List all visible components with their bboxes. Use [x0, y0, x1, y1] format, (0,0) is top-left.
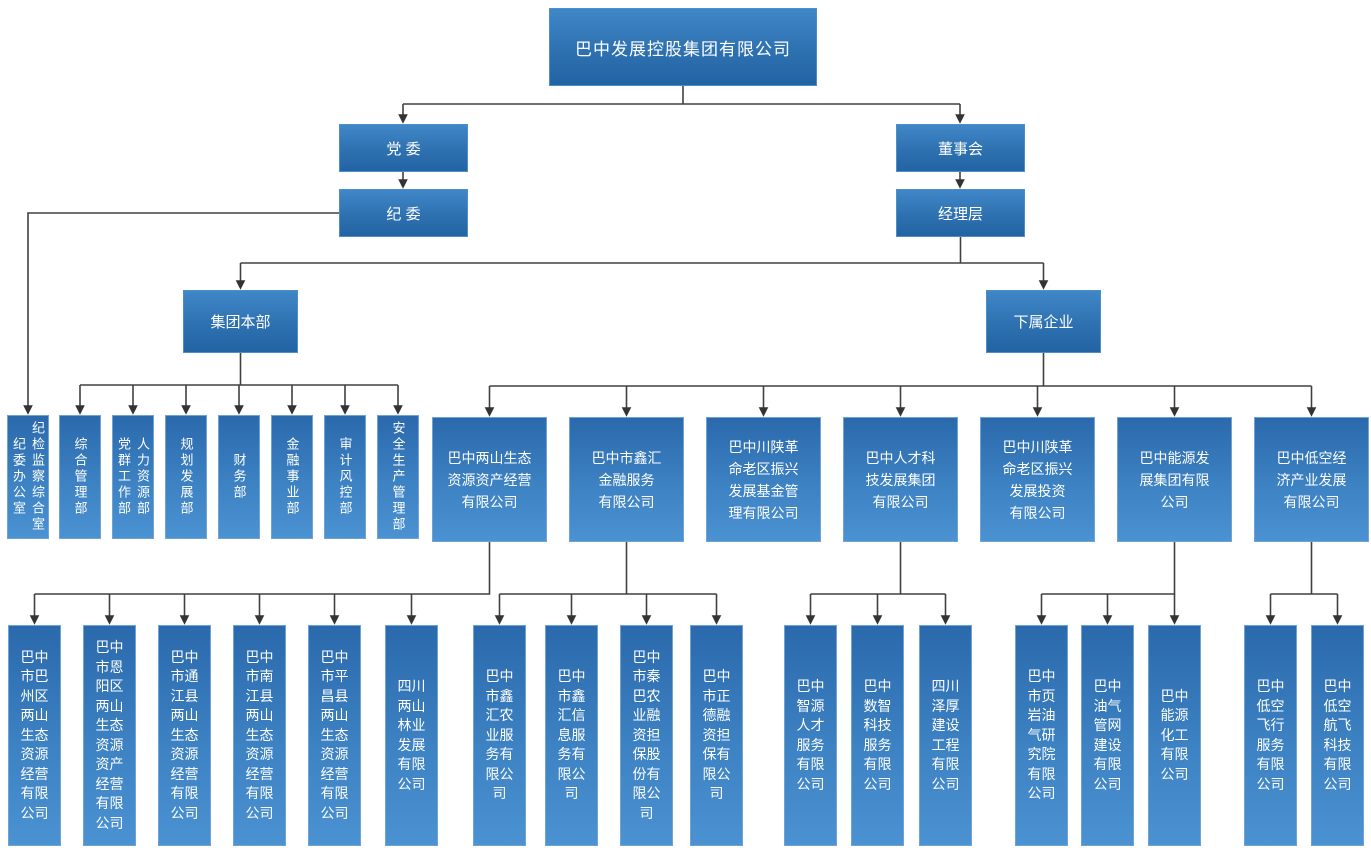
org-node-department: 金融事业部 [271, 415, 313, 539]
org-node-subsidiary: 巴中川陕革 命老区振兴 发展基金管 理有限公司 [706, 417, 821, 542]
org-node-department: 安全生产管理部 [377, 415, 419, 539]
org-node-second-tier-company: 巴中市鑫汇农业服务有限公司 [473, 625, 526, 846]
org-node-subsidiary: 巴中低空经 济产业发展 有限公司 [1254, 417, 1369, 542]
org-node-subsidiaries-label: 下属企业 [986, 290, 1101, 353]
org-node-subsidiary: 巴中两山生态 资源资产经营 有限公司 [432, 417, 547, 542]
org-node-board-of-directors: 董事会 [896, 124, 1025, 172]
org-node-second-tier-company: 巴中市鑫汇信息服务有限公司 [545, 625, 598, 846]
org-node-management-level: 经理层 [896, 189, 1025, 237]
org-node-department: 纪检监察综合室 纪委办公室 [7, 415, 49, 539]
org-node-department: 规划发展部 [165, 415, 207, 539]
org-node-headquarters: 集团本部 [183, 290, 298, 353]
org-node-second-tier-company: 四川两山林业发展有限公司 [385, 625, 438, 846]
org-node-second-tier-company: 巴中市巴州区两山生态资源经营有限公司 [8, 625, 61, 846]
org-node-subsidiary: 巴中川陕革 命老区振兴 发展投资 有限公司 [980, 417, 1095, 542]
org-node-second-tier-company: 巴中低空航飞科技有限公司 [1311, 625, 1364, 846]
org-node-second-tier-company: 巴中油气管网建设有限公司 [1081, 625, 1134, 846]
org-node-discipline-committee: 纪 委 [339, 189, 468, 237]
org-node-department: 综合管理部 [59, 415, 101, 539]
org-node-second-tier-company: 巴中市页岩油气研究院有限公司 [1015, 625, 1068, 846]
org-node-second-tier-company: 巴中市正德融资担保有限公司 [690, 625, 743, 846]
org-node-second-tier-company: 巴中低空飞行服务有限公司 [1244, 625, 1297, 846]
org-node-second-tier-company: 巴中市南江县两山生态资源经营有限公司 [233, 625, 286, 846]
org-node-department: 人力资源部 党群工作部 [112, 415, 154, 539]
org-node-party-committee: 党 委 [339, 124, 468, 172]
org-node-second-tier-company: 巴中市平昌县两山生态资源经营有限公司 [308, 625, 361, 846]
org-node-second-tier-company: 巴中数智科技服务有限公司 [851, 625, 904, 846]
org-node-subsidiary: 巴中人才科 技发展集团 有限公司 [843, 417, 958, 542]
org-node-root: 巴中发展控股集团有限公司 [549, 8, 817, 86]
org-node-second-tier-company: 巴中能源化工有限公司 [1148, 625, 1201, 846]
org-node-department: 审计风控部 [324, 415, 366, 539]
org-node-second-tier-company: 巴中市恩阳区两山生态资源资产经营有限公司 [83, 625, 136, 846]
org-node-second-tier-company: 四川泽厚建设工程有限公司 [919, 625, 972, 846]
org-node-second-tier-company: 巴中市秦巴农业融资担保股份有限公司 [620, 625, 673, 846]
org-node-second-tier-company: 巴中市通江县两山生态资源经营有限公司 [158, 625, 211, 846]
org-node-subsidiary: 巴中能源发 展集团有限 公司 [1117, 417, 1232, 542]
org-node-subsidiary: 巴中市鑫汇 金融服务 有限公司 [569, 417, 684, 542]
org-node-second-tier-company: 巴中智源人才服务有限公司 [784, 625, 837, 846]
org-node-department: 财务部 [218, 415, 260, 539]
